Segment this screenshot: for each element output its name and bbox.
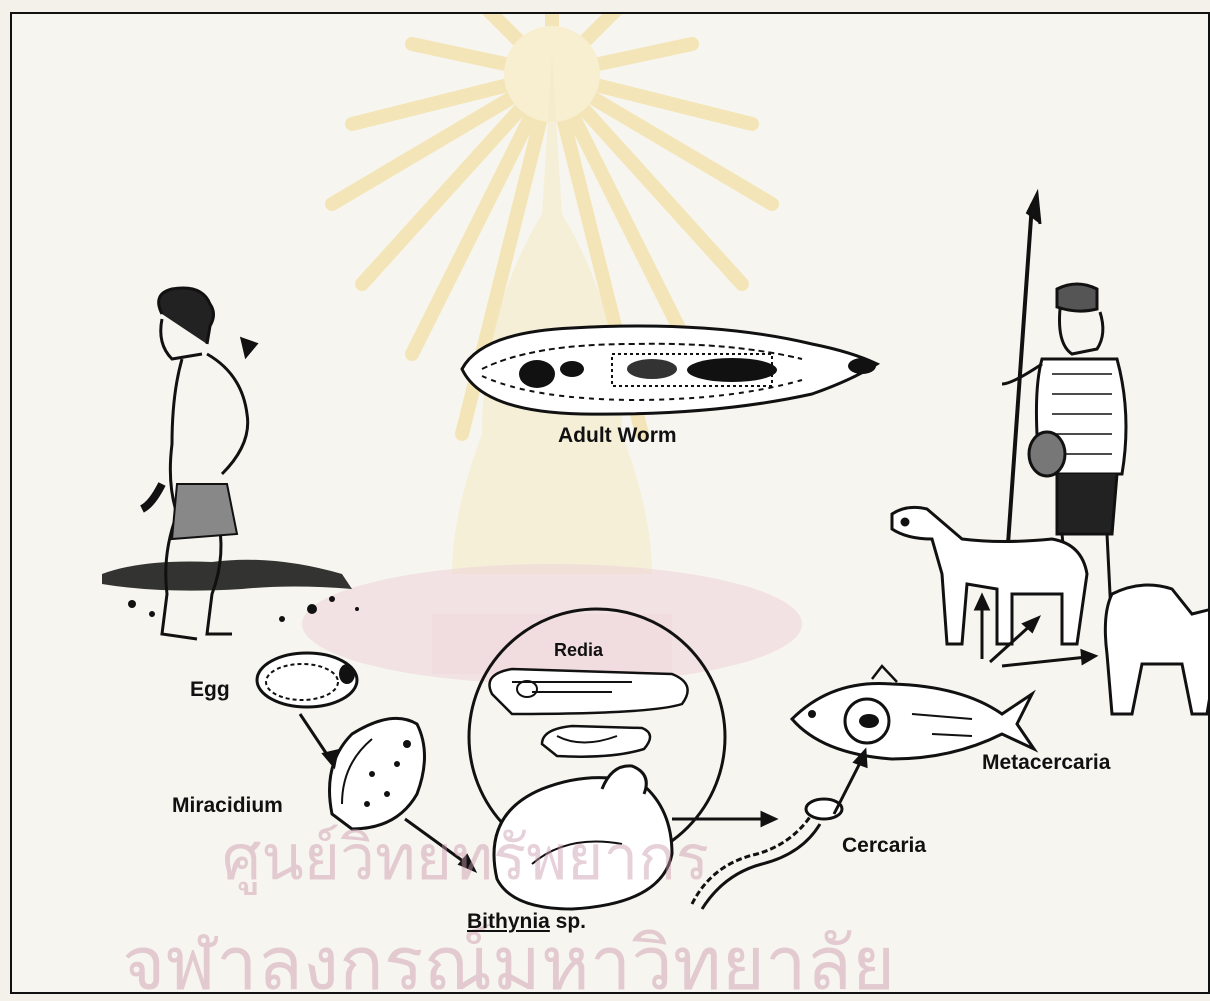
label-egg: Egg xyxy=(190,678,230,702)
label-adult-worm: Adult Worm xyxy=(558,424,677,448)
label-bithynia-rest: sp. xyxy=(550,910,586,933)
label-redia: Redia xyxy=(554,640,603,661)
watermark-line1: ศูนย์วิทยทรัพยากร xyxy=(222,809,709,907)
adult-worm-illustration xyxy=(462,326,877,414)
label-bithynia-genus: Bithynia xyxy=(467,910,550,933)
label-metacercaria: Metacercaria xyxy=(982,751,1110,775)
label-miracidium: Miracidium xyxy=(172,794,283,818)
egg-illustration xyxy=(257,653,357,707)
cat-illustration xyxy=(1105,585,1210,714)
label-bithynia: Bithynia sp. xyxy=(467,910,586,934)
label-cercaria: Cercaria xyxy=(842,834,926,858)
fish-illustration xyxy=(792,666,1034,759)
diagram-frame: ศูนย์วิทยทรัพยากร จุฬาลงกรณ์มหาวิทยาลัย … xyxy=(10,12,1210,994)
